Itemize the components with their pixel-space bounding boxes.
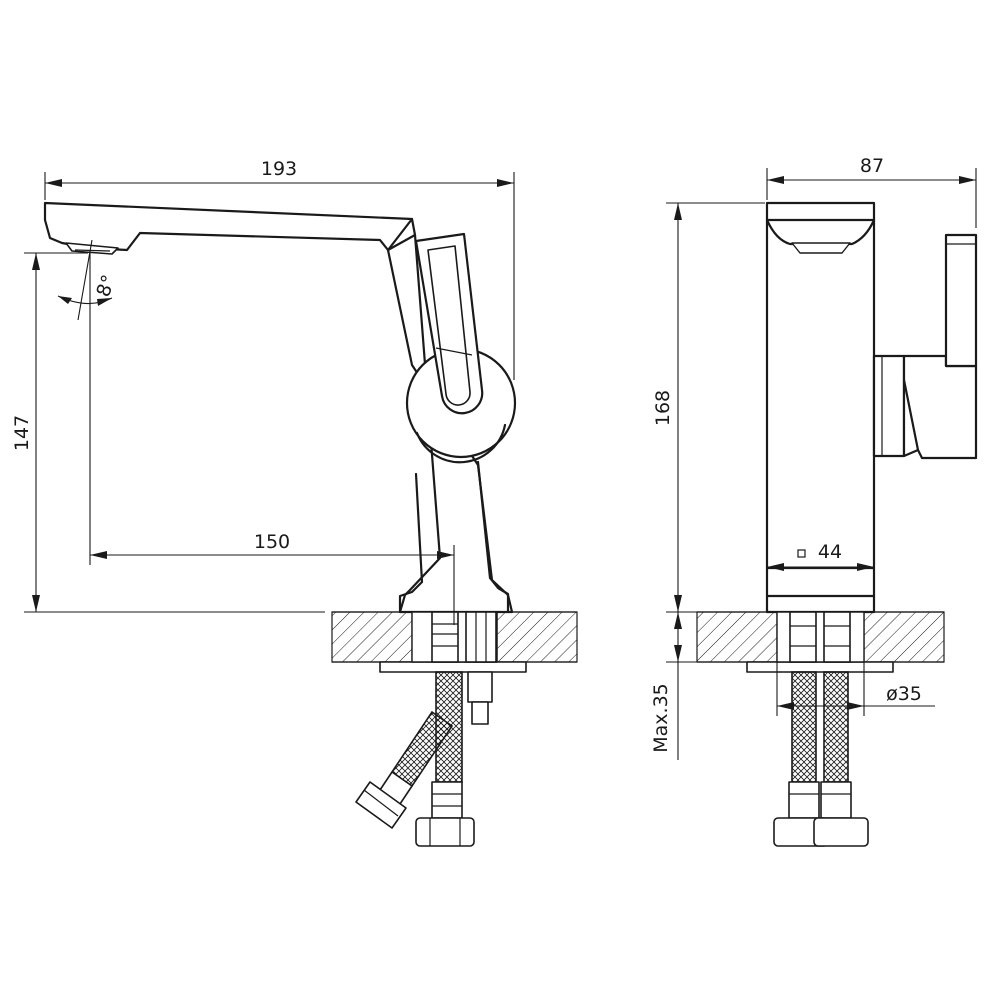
dimension-hole-diameter: ø35 xyxy=(776,662,935,716)
dim-147-label: 147 xyxy=(11,415,33,451)
dim-o35-label: ø35 xyxy=(886,683,922,705)
dim-193-label: 193 xyxy=(261,158,297,180)
dimension-total-length: 193 xyxy=(44,158,515,380)
hoses-side xyxy=(355,611,498,847)
front-view: 87 168 44 Max.35 xyxy=(650,155,978,847)
dimension-body-width: 87 xyxy=(766,155,977,228)
countertop-front xyxy=(696,611,945,673)
dimension-body-square: 44 xyxy=(767,541,874,571)
dim-8-label: 8° xyxy=(92,272,120,300)
dimension-max-counter: Max.35 xyxy=(650,612,697,760)
dimension-spout-height: 147 xyxy=(11,252,325,613)
side-view: 193 147 150 8° xyxy=(11,158,578,847)
tap-body-side xyxy=(43,201,517,614)
dim-max35-label: Max.35 xyxy=(650,683,672,753)
dim-87-label: 87 xyxy=(860,155,884,177)
dim-150-label: 150 xyxy=(254,531,290,553)
dimension-spout-reach: 150 xyxy=(89,253,455,625)
dim-168-label: 168 xyxy=(652,390,674,426)
hoses-front xyxy=(773,611,869,847)
dimension-body-height: 168 xyxy=(652,202,765,613)
dim-44-label: 44 xyxy=(818,541,842,563)
tap-body-front xyxy=(765,201,978,614)
